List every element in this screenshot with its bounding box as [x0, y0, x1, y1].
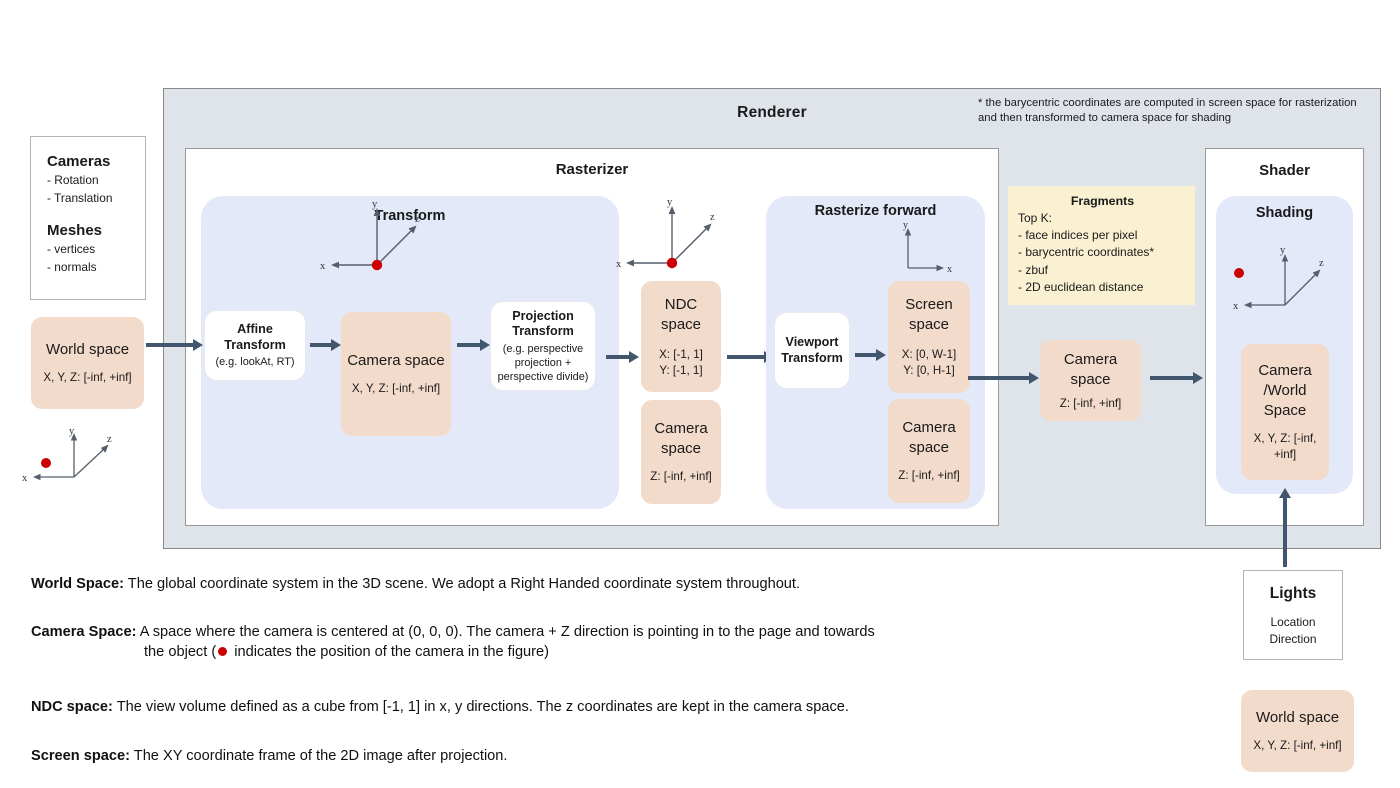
lights-heading: Lights — [1269, 585, 1317, 602]
lights-item: Location — [1270, 615, 1316, 629]
projection-transform-box[interactable]: Projection Transform (e.g. perspective p… — [491, 302, 595, 390]
legend-camera-space-term: Camera Space: — [31, 624, 137, 640]
meshes-item: - vertices — [47, 242, 96, 256]
fragments-item: - barycentric coordinates* — [1018, 245, 1155, 260]
fragments-title: Fragments — [1070, 194, 1135, 208]
ndc-space-title: NDC space — [660, 295, 702, 333]
meshes-item: - normals — [47, 259, 97, 274]
screen-space-range-x: X: [0, W-1] — [901, 348, 957, 361]
affine-transform-box[interactable]: Affine Transform (e.g. lookAt, RT) — [205, 311, 305, 380]
fragments-item: - zbuf — [1018, 262, 1049, 277]
ndc-camera-space-range: Z: [-inf, +inf] — [650, 470, 712, 483]
projection-transform-title: Projection Transform — [512, 308, 574, 339]
ndc-space-range-y: Y: [-1, 1] — [659, 363, 703, 377]
cameras-item: - Rotation — [47, 173, 99, 187]
legend-world-space: World Space: The global coordinate syste… — [31, 574, 1131, 594]
legend-world-space-term: World Space: — [31, 576, 124, 592]
legend-ndc-space-text: The view volume defined as a cube from [… — [112, 699, 849, 715]
transform-camera-space-box[interactable]: Camera space X, Y, Z: [-inf, +inf] — [341, 312, 451, 436]
camera-position-dot-icon — [218, 646, 228, 656]
affine-transform-subtitle: (e.g. lookAt, RT) — [215, 356, 295, 368]
viewport-transform-title: Viewport Transform — [781, 335, 843, 365]
rasterize-forward-camera-space-box[interactable]: Camera space Z: [-inf, +inf] — [888, 399, 970, 503]
lights-card: Lights Location Direction — [1243, 570, 1343, 660]
cameras-item: - Translation — [47, 190, 113, 205]
cameras-meshes-card: Cameras - Rotation - Translation Meshes … — [30, 136, 146, 300]
shading-title: Shading — [1255, 205, 1314, 221]
arrow-viewport-to-screen — [855, 348, 886, 361]
renderer-title: Renderer — [737, 104, 807, 121]
legend-ndc-space: NDC space: The view volume defined as a … — [31, 697, 1131, 717]
lights-world-space-box[interactable]: World space X, Y, Z: [-inf, +inf] — [1241, 690, 1354, 772]
arrow-projection-to-ndc — [606, 350, 639, 363]
ndc-space-range-x: X: [-1, 1] — [659, 347, 703, 361]
ndc-camera-space-box[interactable]: Camera space Z: [-inf, +inf] — [641, 400, 721, 504]
legend-camera-space: Camera Space: A space where the camera i… — [31, 622, 1141, 662]
fragments-box: Fragments Top K: - face indices per pixe… — [1008, 186, 1195, 305]
screen-space-box[interactable]: Screen space X: [0, W-1] Y: [0, H-1] — [888, 281, 970, 393]
legend-world-space-text: The global coordinate system in the 3D s… — [124, 576, 801, 592]
legend-camera-space-text: A space where the camera is centered at … — [136, 624, 875, 640]
lights-world-space-title: World space — [1255, 709, 1340, 726]
input-world-space-title: World space — [45, 341, 130, 358]
transform-camera-space-title: Camera space — [347, 352, 445, 369]
cameras-heading: Cameras — [47, 153, 111, 170]
fragments-item: - 2D euclidean distance — [1018, 279, 1144, 294]
lights-world-space-range: X, Y, Z: [-inf, +inf] — [1253, 739, 1342, 752]
input-world-space-range: X, Y, Z: [-inf, +inf] — [43, 371, 132, 384]
projection-transform-subtitle: (e.g. perspective projection + perspecti… — [497, 342, 589, 383]
post-raster-camera-space-title: Camera space — [1063, 350, 1118, 388]
rasterize-forward-title: Rasterize forward — [814, 203, 937, 219]
rasterize-forward-camera-space-title: Camera space — [902, 419, 956, 456]
transform-group-title: Transform — [374, 208, 446, 224]
ndc-space-box[interactable]: NDC space X: [-1, 1] Y: [-1, 1] — [641, 281, 721, 392]
camera-world-space-title: Camera /World Space — [1258, 362, 1312, 419]
renderer-footnote: * the barycentric coordinates are comput… — [978, 97, 1357, 124]
arrow-lights-to-shading — [1278, 488, 1291, 567]
world-axes-gizmo: y z x — [22, 428, 112, 484]
arrow-camera-to-projection — [457, 338, 490, 351]
arrow-world-to-affine — [146, 338, 203, 351]
arrow-camera-space-to-shader — [1150, 371, 1203, 384]
legend-screen-space-text: The XY coordinate frame of the 2D image … — [129, 748, 508, 764]
camera-world-space-range: X, Y, Z: [-inf, +inf] — [1253, 432, 1317, 461]
shader-title: Shader — [1259, 162, 1310, 179]
viewport-transform-box[interactable]: Viewport Transform — [775, 313, 849, 388]
legend-ndc-space-term: NDC space: — [31, 699, 113, 715]
legend-screen-space: Screen space: The XY coordinate frame of… — [31, 746, 1131, 766]
svg-text:x: x — [22, 473, 28, 484]
affine-transform-title: Affine Transform — [224, 322, 286, 352]
svg-text:y: y — [69, 428, 75, 437]
post-raster-camera-space-range: Z: [-inf, +inf] — [1059, 396, 1122, 410]
svg-text:z: z — [107, 434, 112, 445]
arrow-rasterizer-to-camera-space — [968, 371, 1039, 384]
rasterize-forward-camera-space-range: Z: [-inf, +inf] — [898, 469, 960, 482]
screen-space-range-y: Y: [0, H-1] — [903, 364, 955, 377]
fragments-intro: Top K: — [1018, 211, 1053, 225]
rasterizer-title: Rasterizer — [555, 161, 629, 178]
camera-world-space-box[interactable]: Camera /World Space X, Y, Z: [-inf, +inf… — [1241, 344, 1329, 480]
legend-camera-space-text2a: the object ( — [144, 644, 217, 660]
input-world-space-box[interactable]: World space X, Y, Z: [-inf, +inf] — [31, 317, 144, 409]
ndc-camera-space-title: Camera space — [654, 420, 708, 457]
arrow-ndc-to-viewport — [727, 350, 774, 363]
transform-camera-space-range: X, Y, Z: [-inf, +inf] — [351, 382, 441, 395]
legend-screen-space-term: Screen space: — [31, 748, 130, 764]
lights-item: Direction — [1269, 632, 1317, 646]
legend-camera-space-text2b: indicates the position of the camera in … — [230, 644, 550, 660]
screen-space-title: Screen space — [905, 296, 953, 333]
post-raster-camera-space-box[interactable]: Camera space Z: [-inf, +inf] — [1040, 340, 1141, 421]
meshes-heading: Meshes — [47, 222, 103, 239]
arrow-affine-to-camera — [310, 338, 341, 351]
fragments-item: - face indices per pixel — [1018, 228, 1138, 243]
